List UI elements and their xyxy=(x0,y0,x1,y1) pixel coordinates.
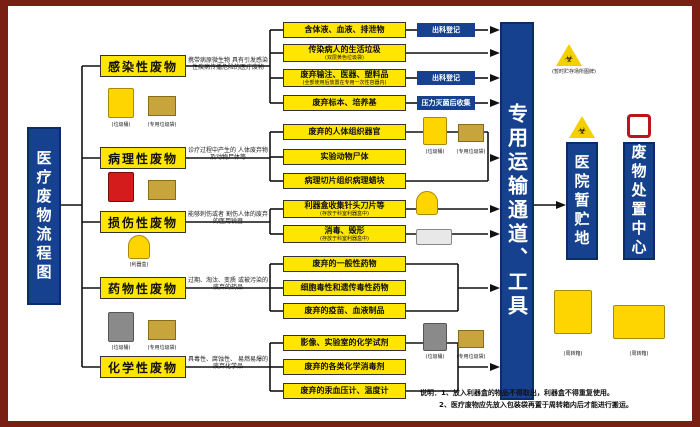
bag-caption: (专用垃圾袋) xyxy=(147,122,177,128)
category-description: 具毒性、腐蚀性、 易燃易爆的废弃化学品 xyxy=(188,356,268,370)
bag-caption: (专用垃圾袋) xyxy=(456,354,486,360)
waste-item: 废弃的一般性药物 xyxy=(283,256,406,272)
disposal-logo-icon xyxy=(627,114,651,138)
biohazard-icon: ☣ xyxy=(577,126,587,137)
biohazard-sign-icon xyxy=(569,116,595,138)
action-sterilize: 压力灭菌后收集 xyxy=(417,96,475,110)
item-subtext: (存放于科室利器盒中) xyxy=(320,236,369,242)
waste-item: 细胞毒性和遗传毒性药物 xyxy=(283,280,406,296)
item-text: 实验动物尸体 xyxy=(320,152,369,161)
item-text: 废弃的疫苗、血液制品 xyxy=(304,306,385,315)
yellow-bag-icon xyxy=(458,124,484,142)
waste-item: 废弃的疫苗、血液制品 xyxy=(283,303,406,319)
yellow-bag-icon xyxy=(148,96,176,116)
storage-label: 医院暂贮地 xyxy=(572,153,591,249)
waste-item: 废弃的汞血压计、温度计 xyxy=(283,383,406,399)
category-description: 诊疗过程中产生的 人体废弃物及动物尸体等 xyxy=(188,147,268,161)
item-text: 废弃的一般性药物 xyxy=(312,259,377,268)
category-sharps: 损伤性废物 xyxy=(100,211,186,233)
category-label: 化学性废物 xyxy=(107,360,178,375)
gray-bin-icon xyxy=(423,323,447,351)
note-line: 2、医疗废物应先放入包装袋再置于周转箱内后才能进行搬运。 xyxy=(439,401,633,409)
item-subtext: (存放于科室利器盒中) xyxy=(320,211,369,217)
bin-caption: (垃圾桶) xyxy=(111,122,131,128)
waste-item: 传染病人的生活垃圾(双层黄色垃圾袋) xyxy=(283,44,406,62)
yellow-bag-icon xyxy=(148,180,176,200)
category-label: 病理性废物 xyxy=(107,151,178,166)
disposal-label: 废物处置中心 xyxy=(629,144,648,258)
sharps-box-icon xyxy=(416,191,438,215)
item-text: 废弃的汞血压计、温度计 xyxy=(300,386,389,395)
turnover-box-caption: (周转箱) xyxy=(629,351,649,357)
category-pathological: 病理性废物 xyxy=(100,147,186,169)
waste-item: 利器盒收集针头刀片等(存放于科室利器盒中) xyxy=(283,200,406,218)
destroyer-machine-icon xyxy=(416,229,452,245)
action-register: 出科登记 xyxy=(417,23,475,37)
yellow-bag-icon xyxy=(148,320,176,340)
category-infectious: 感染性废物 xyxy=(100,55,186,77)
flow-title: 医疗废物流程图 xyxy=(34,149,53,283)
frame-top xyxy=(0,0,700,6)
action-register: 出科登记 xyxy=(417,71,475,85)
waste-item: 废弃的人体组织器官 xyxy=(283,124,406,140)
bin-caption: (垃圾桶) xyxy=(425,354,445,360)
bin-caption: (垃圾桶) xyxy=(425,149,445,155)
item-text: 细胞毒性和遗传毒性药物 xyxy=(300,283,389,292)
transport-label: 专用运输通道、工具 xyxy=(504,103,529,319)
frame-right xyxy=(692,0,700,427)
transport-panel: 专用运输通道、工具 xyxy=(500,22,534,400)
note-line: 说明：1、放入利器盒的物品不得取出，利器盒不得重复使用。 xyxy=(420,389,614,397)
red-bin-icon xyxy=(108,172,134,202)
frame-left xyxy=(0,0,8,427)
biohazard-icon: ☣ xyxy=(564,54,574,65)
yellow-bag-icon xyxy=(458,330,484,348)
bin-caption: (垃圾桶) xyxy=(111,345,131,351)
bag-caption: (专用垃圾袋) xyxy=(456,149,486,155)
category-description: 过期、淘汰、变质 或被污染的废弃的药品 xyxy=(188,277,268,291)
waste-item: 影像、实验室的化学试剂 xyxy=(283,335,406,351)
item-text: 病理切片组织病理蜡块 xyxy=(304,176,385,185)
waste-item: 实验动物尸体 xyxy=(283,149,406,165)
item-text: 废弃输注、医器、塑料品 xyxy=(300,70,389,79)
waste-item: 病理切片组织病理蜡块 xyxy=(283,173,406,189)
flow-title-panel: 医疗废物流程图 xyxy=(27,127,61,305)
category-chemical: 化学性废物 xyxy=(100,356,186,378)
category-pharmaceutical: 药物性废物 xyxy=(100,277,186,299)
yellow-bin-icon xyxy=(108,88,134,118)
sharps-box-icon xyxy=(128,235,150,259)
item-text: 消毒、毁形 xyxy=(324,226,365,235)
item-subtext: (全部使用后放置在专用一次性容器内) xyxy=(302,80,387,86)
category-description: 能够刺伤或者 割伤人体的废弃的医用锐器 xyxy=(188,211,268,225)
turnover-box-icon xyxy=(554,290,592,334)
sharps-box-caption: (利器盒) xyxy=(129,262,149,268)
waste-item: 废弃标本、培养基 xyxy=(283,95,406,111)
category-label: 药物性废物 xyxy=(107,281,178,296)
item-text: 利器盒收集针头刀片等 xyxy=(304,201,385,210)
waste-item: 废弃输注、医器、塑料品(全部使用后放置在专用一次性容器内) xyxy=(283,69,406,87)
item-text: 影像、实验室的化学试剂 xyxy=(300,338,389,347)
yellow-bin-icon xyxy=(423,117,447,145)
storage-sign-caption: (暂时贮存场所图牌) xyxy=(552,69,596,75)
frame-bottom xyxy=(0,421,700,427)
category-description: 携带病原微生物 具有引发感染性疾病传播危险的医疗废物 xyxy=(188,57,268,71)
item-text: 传染病人的生活垃圾 xyxy=(308,45,381,54)
waste-item: 含体液、血液、排泄物 xyxy=(283,22,406,38)
turnover-box-caption: (周转箱) xyxy=(563,351,583,357)
item-subtext: (双层黄色垃圾袋) xyxy=(325,55,364,61)
category-label: 损伤性废物 xyxy=(107,215,178,230)
item-text: 废弃的各类化学消毒剂 xyxy=(304,362,385,371)
disposal-panel: 废物处置中心 xyxy=(623,142,655,260)
storage-panel: 医院暂贮地 xyxy=(566,142,598,260)
waste-item: 废弃的各类化学消毒剂 xyxy=(283,359,406,375)
item-text: 含体液、血液、排泄物 xyxy=(304,25,385,34)
waste-item: 消毒、毁形(存放于科室利器盒中) xyxy=(283,225,406,243)
category-label: 感染性废物 xyxy=(107,59,178,74)
bag-caption: (专用垃圾袋) xyxy=(147,345,177,351)
gray-bin-icon xyxy=(108,312,134,342)
biohazard-sign-icon xyxy=(556,44,582,66)
turnover-box-icon xyxy=(613,305,665,339)
item-text: 废弃标本、培养基 xyxy=(312,98,377,107)
item-text: 废弃的人体组织器官 xyxy=(308,127,381,136)
